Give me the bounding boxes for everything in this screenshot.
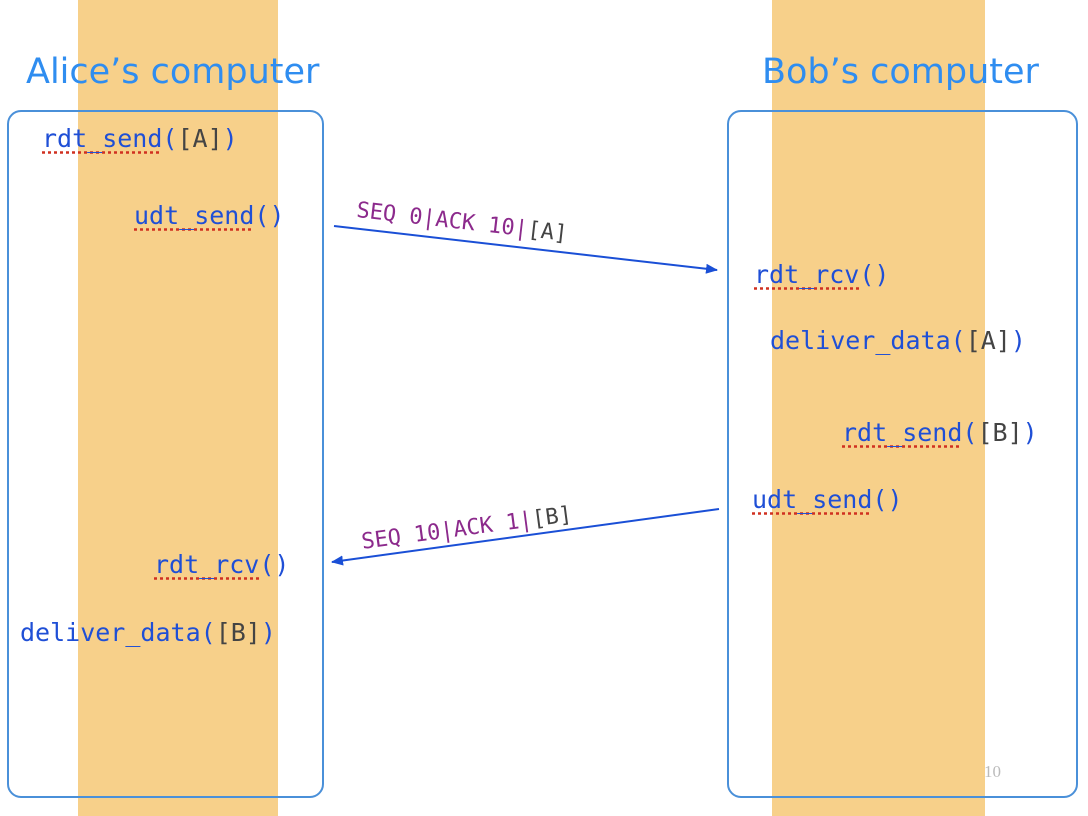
alice-udt-send-name: udt_send (134, 201, 255, 230)
bob-udt-send-call: udt_send() (752, 485, 903, 514)
alice-rdt-send-call: rdt_send([A]) (42, 124, 238, 153)
alice-rdt-send-name: rdt_send (42, 124, 163, 153)
bob-rdt-send-name: rdt_send (842, 418, 963, 447)
bob-rdt-send-call: rdt_send([B]) (842, 418, 1038, 447)
bob-rdt-send-arg: [B] (977, 418, 1023, 447)
bob-deliver-data-call: deliver_data([A]) (770, 326, 1026, 355)
bob-deliver-data-arg: [A] (965, 326, 1011, 355)
alice-udt-send-call: udt_send() (134, 201, 285, 230)
alice-computer-box (7, 110, 324, 798)
bob-computer-title: Bob’s computer (762, 52, 1039, 92)
bob-computer-box (727, 110, 1078, 798)
right-highlight-band (772, 0, 985, 816)
alice-deliver-data-call: deliver_data([B]) (20, 618, 276, 647)
message-arrow-alice-to-bob (333, 225, 718, 274)
bob-udt-send-name: udt_send (752, 485, 873, 514)
alice-deliver-data-arg: [B] (215, 618, 261, 647)
alice-rdt-send-arg: [A] (177, 124, 223, 153)
alice-rdt-rcv-call: rdt_rcv() (154, 550, 290, 579)
message-payload-b: [B] (530, 502, 574, 533)
bob-deliver-data-name: deliver_data (770, 326, 951, 355)
bob-rdt-rcv-call: rdt_rcv() (754, 260, 890, 289)
message-payload-a: [A] (526, 217, 569, 247)
page-number: 10 (984, 762, 1001, 781)
alice-computer-title: Alice’s computer (26, 52, 320, 92)
bob-rdt-rcv-name: rdt_rcv (754, 260, 860, 289)
message-arrow-bob-to-alice (331, 508, 720, 566)
alice-deliver-data-name: deliver_data (20, 618, 201, 647)
alice-rdt-rcv-name: rdt_rcv (154, 550, 260, 579)
left-highlight-band (78, 0, 278, 816)
